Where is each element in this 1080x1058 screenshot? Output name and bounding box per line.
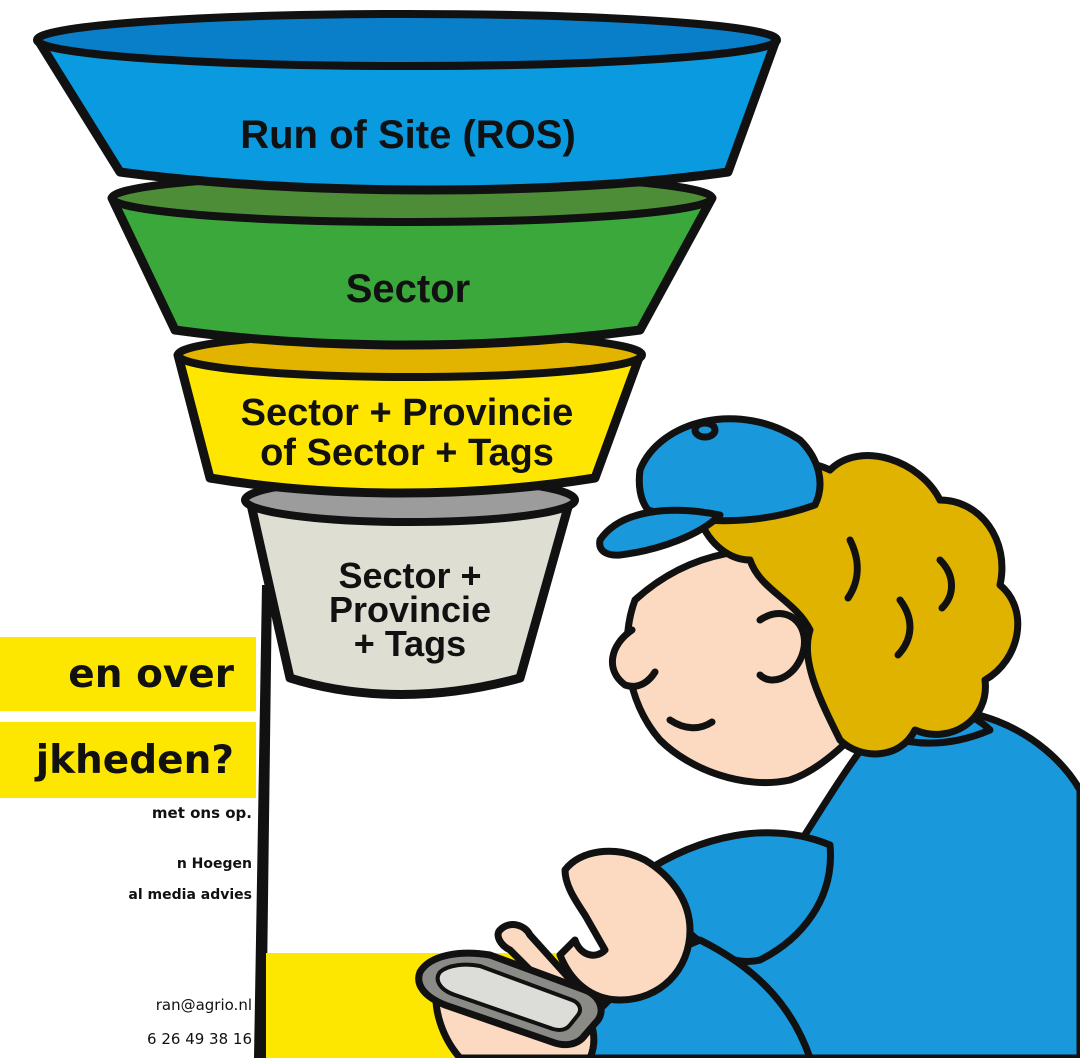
person-cap-brim	[596, 506, 724, 559]
funnel-post	[254, 585, 272, 1058]
tier-2-label: Sector	[346, 267, 471, 311]
tier-1-label: Run of Site (ROS)	[240, 113, 576, 157]
person-hair	[696, 452, 1022, 758]
tier-2-label-line: Sector	[346, 267, 471, 311]
person-cap	[635, 415, 824, 525]
phone-screen	[435, 962, 582, 1032]
cta-heading-line-2-text: jkheden?	[35, 737, 234, 783]
tier-4-label-line: Sector +	[338, 555, 481, 596]
cta-heading-line-1: en over	[0, 637, 256, 711]
person-hand	[556, 847, 694, 1004]
tier-3-label-line: Sector + Provincie	[241, 392, 574, 434]
funnel-tier-1	[33, 10, 781, 195]
cta-heading-line-2: jkheden?	[0, 722, 256, 798]
person-ear	[756, 610, 808, 684]
contact-role: al media advies	[128, 887, 252, 903]
tier-4-label-line: + Tags	[354, 623, 466, 664]
tier-3-label-line: of Sector + Tags	[260, 432, 554, 474]
cta-subline: met ons op.	[151, 804, 252, 822]
contact-name: n Hoegen	[176, 856, 252, 872]
cta-heading-line-1-text: en over	[68, 651, 234, 697]
person-nose	[608, 626, 659, 690]
tier-1-label-line: Run of Site (ROS)	[240, 113, 576, 157]
funnel-tier-2	[107, 170, 717, 350]
contact-email[interactable]: ran@agrio.nl	[155, 996, 252, 1014]
tier-4-label: Sector +Provincie+ Tags	[329, 555, 491, 664]
person-mouth	[666, 716, 716, 732]
tier-4-label-line: Provincie	[329, 589, 491, 630]
contact-phone[interactable]: 6 26 49 38 16	[147, 1030, 252, 1048]
person-illustration	[415, 415, 1080, 1058]
